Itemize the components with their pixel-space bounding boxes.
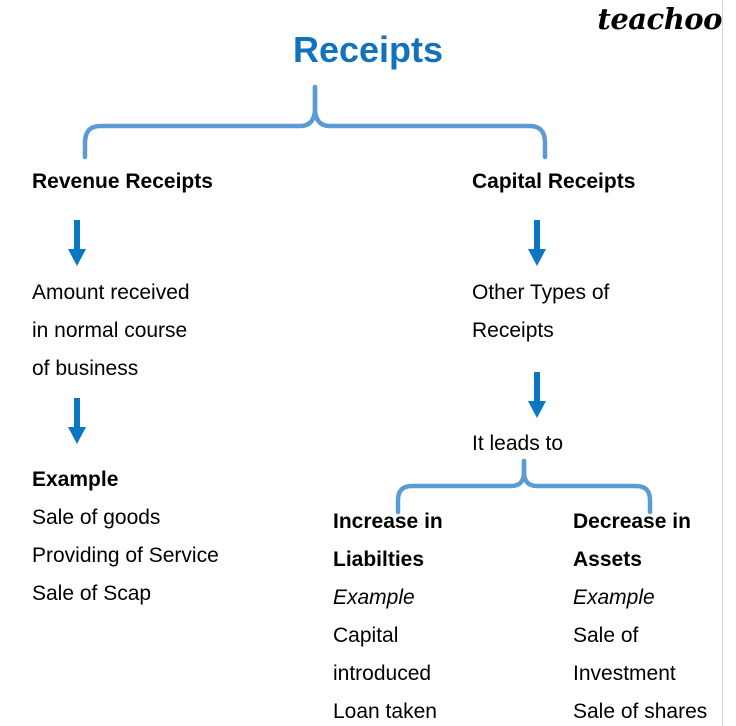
revenue-definition-line-3: of business — [32, 357, 139, 380]
capital-definition-line-2: Receipts — [472, 319, 554, 342]
sub-branch-example-label: Example — [333, 586, 415, 609]
brace-icon-main — [82, 84, 548, 160]
revenue-example-item-1: Sale of goods — [32, 506, 161, 529]
revenue-example-item-3: Sale of Scap — [32, 582, 152, 605]
page-title: Receipts — [292, 29, 444, 70]
capital-definition: Other Types of Receipts — [472, 274, 609, 350]
revenue-examples: Example Sale of goods Providing of Servi… — [32, 461, 219, 613]
capital-connector-label: It leads to — [472, 432, 564, 455]
page-edge-divider — [722, 0, 723, 726]
sub-branch-heading-line-2: Assets — [573, 548, 642, 571]
sub-branch-heading-line-2: Liabilties — [333, 548, 425, 571]
sub-branch-example-item-1: Capital — [333, 624, 399, 647]
sub-branch-example-item-3: Sale of shares — [573, 700, 708, 723]
revenue-definition-line-2: in normal course — [32, 319, 188, 342]
sub-branch-heading-line-1: Increase in — [333, 510, 443, 533]
teachoo-logo: teachoo — [597, 2, 722, 36]
revenue-definition-line-1: Amount received — [32, 281, 190, 304]
sub-branch-heading-line-1: Decrease in — [573, 510, 691, 533]
sub-branch-example-item-3: Loan taken — [333, 700, 437, 723]
capital-definition-line-1: Other Types of — [472, 281, 610, 304]
revenue-definition: Amount received in normal course of busi… — [32, 274, 190, 388]
branch-heading-capital: Capital Receipts — [472, 170, 636, 193]
sub-branch-example-label: Example — [573, 586, 655, 609]
arrow-down-icon-revenue-2 — [68, 398, 86, 444]
sub-branch-example-item-1: Sale of — [573, 624, 639, 647]
arrow-down-icon-capital-2 — [528, 372, 546, 418]
arrow-down-icon-revenue-1 — [68, 220, 86, 266]
arrow-down-icon-capital-1 — [528, 220, 546, 266]
sub-branch-example-item-2: Investment — [573, 662, 676, 685]
sub-branch-decrease-assets: Decrease in Assets Example Sale of Inves… — [573, 503, 707, 726]
sub-branch-increase-liabilities: Increase in Liabilties Example Capital i… — [333, 503, 443, 726]
branch-heading-revenue: Revenue Receipts — [32, 170, 213, 193]
revenue-example-item-2: Providing of Service — [32, 544, 219, 567]
sub-branch-example-item-2: introduced — [333, 662, 432, 685]
revenue-example-label: Example — [32, 468, 119, 491]
